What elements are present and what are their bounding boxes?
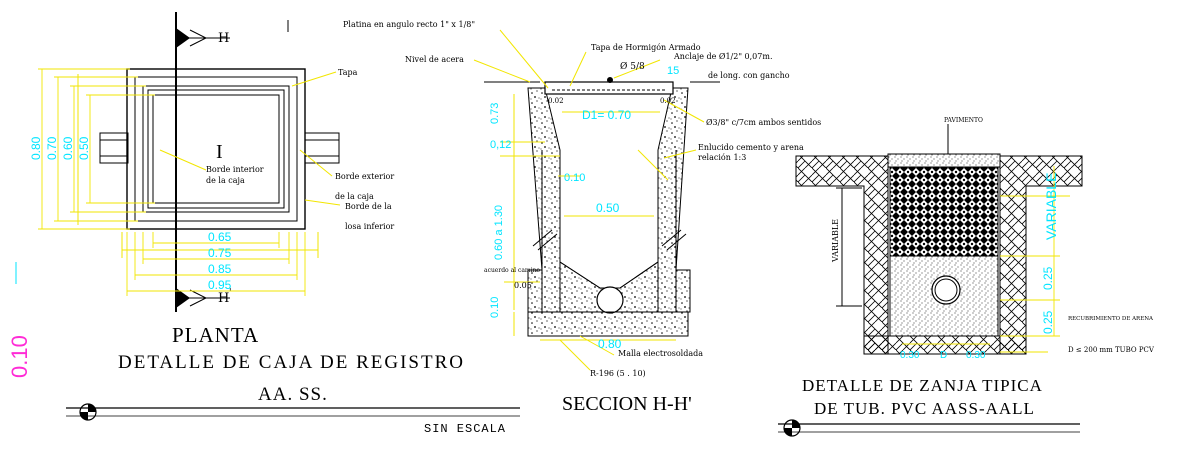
section-tag-bottom-sup: ' (229, 288, 231, 298)
label-borde-exterior-2: de la caja (335, 192, 374, 201)
plan-title: PLANTA (172, 323, 259, 347)
label-tapa: Tapa (338, 68, 358, 77)
label-recubrimiento: RECUBRIMIENTO DE ARENA (1068, 316, 1154, 322)
label-002-left: 0.02 (548, 97, 564, 105)
plan-dim-v-080: 0.80 (29, 136, 43, 160)
plan-dim-h-085: 0.85 (208, 262, 232, 276)
trench-view: VARIABLE VARIABLE 0.25 0.25 0.30 D 0.30 … (778, 117, 1155, 437)
label-malla: Malla electrosoldada (618, 349, 703, 358)
label-platina: Platina en angulo recto 1" x 1/8" (343, 20, 475, 29)
dim-050: 0.50 (596, 201, 620, 215)
label-002-right: 0.02 (660, 97, 676, 105)
label-acuerdo: acuerdo al camino (484, 267, 540, 274)
label-variable-left: VARIABLE (831, 219, 840, 263)
section-view: Platina en angulo recto 1" x 1/8" Tapa d… (343, 20, 821, 415)
dim-025-top: 0.25 (1041, 266, 1055, 290)
label-phi58: Ø 5/8 (620, 61, 645, 72)
plan-side-dim: 0.10 (7, 335, 32, 378)
dim-080: 0.80 (598, 337, 622, 351)
label-refuerzo: Ø3/8" c/7cm ambos sentidos (706, 118, 821, 127)
plan-dim-h-075: 0.75 (208, 246, 232, 260)
plan-view: H H ' I Tapa Borde interior de la caja B… (7, 12, 520, 436)
plan-center-marker: I (216, 141, 223, 163)
plan-dim-v-060: 0.60 (61, 136, 75, 160)
trench-title-1: DETALLE DE ZANJA TIPICA (802, 376, 1043, 395)
label-pvc: D ≤ 200 mm TUBO PCV (1068, 346, 1155, 354)
dim-073: 0.73 (489, 103, 501, 124)
label-anclaje-1: Anclaje de Ø1/2" 0,07m. (673, 52, 773, 61)
plan-subtitle-2: AA. SS. (258, 384, 328, 405)
section-leader-lines (473, 29, 705, 371)
plan-vertical-dim-lines (38, 68, 155, 230)
label-tapa-hormigon: Tapa de Hormigón Armado (591, 43, 701, 52)
dim-bottom-030-right: 0.30 (966, 350, 986, 361)
label-enlucido-2: relación 1:3 (698, 153, 746, 162)
label-borde-interior-2: de la caja (206, 176, 245, 185)
dim-060-130: 0.60 a 1.30 (493, 205, 505, 260)
dim-bottom-030-left: 0.30 (900, 350, 920, 361)
section-tag-bottom: H (218, 291, 229, 306)
plan-dim-h-095: 0.95 (208, 278, 232, 292)
label-r196: R-196 (5 . 10) (590, 369, 646, 378)
dim-012: 0,12 (490, 139, 511, 151)
label-borde-losa-2: losa inferior (345, 222, 394, 231)
dim-bottom-d: D (940, 350, 947, 361)
label-d1: D1= 0.70 (582, 108, 631, 122)
label-anclaje-2: de long. con gancho (708, 71, 790, 80)
label-borde-exterior-1: Borde exterior (335, 172, 394, 181)
section-tag-top: H (218, 31, 229, 46)
label-enlucido-1: Enlucido cemento y arena (698, 143, 804, 152)
dim-010-small: 0.10 (564, 172, 585, 184)
label-borde-interior-1: Borde interior (206, 165, 264, 174)
section-title: SECCION H-H' (562, 393, 692, 415)
plan-scale-note: SIN ESCALA (424, 422, 506, 436)
trench-dim-lines (902, 166, 1070, 353)
plan-dim-v-070: 0.70 (45, 136, 59, 160)
dim-025-bottom: 0.25 (1041, 310, 1055, 334)
label-variable-right: VARIABLE (1043, 173, 1059, 240)
label-nivel-acera: Nivel de acera (405, 55, 464, 64)
label-borde-losa-1: Borde de la (345, 202, 392, 211)
plan-dim-v-050: 0.50 (77, 136, 91, 160)
label-15: 15 (667, 65, 679, 77)
trench-title-2: DE TUB. PVC AASS-AALL (814, 399, 1035, 418)
dim-010-base: 0.10 (489, 297, 501, 318)
plan-dim-h-065: 0.65 (208, 230, 232, 244)
dim-005: 0.05 (514, 281, 532, 290)
plan-leader-lines (77, 71, 341, 258)
plan-subtitle-1: DETALLE DE CAJA DE REGISTRO (118, 352, 465, 373)
label-pavimento: PAVIMENTO (944, 117, 983, 124)
plan-horizontal-dim-lines (126, 232, 306, 296)
